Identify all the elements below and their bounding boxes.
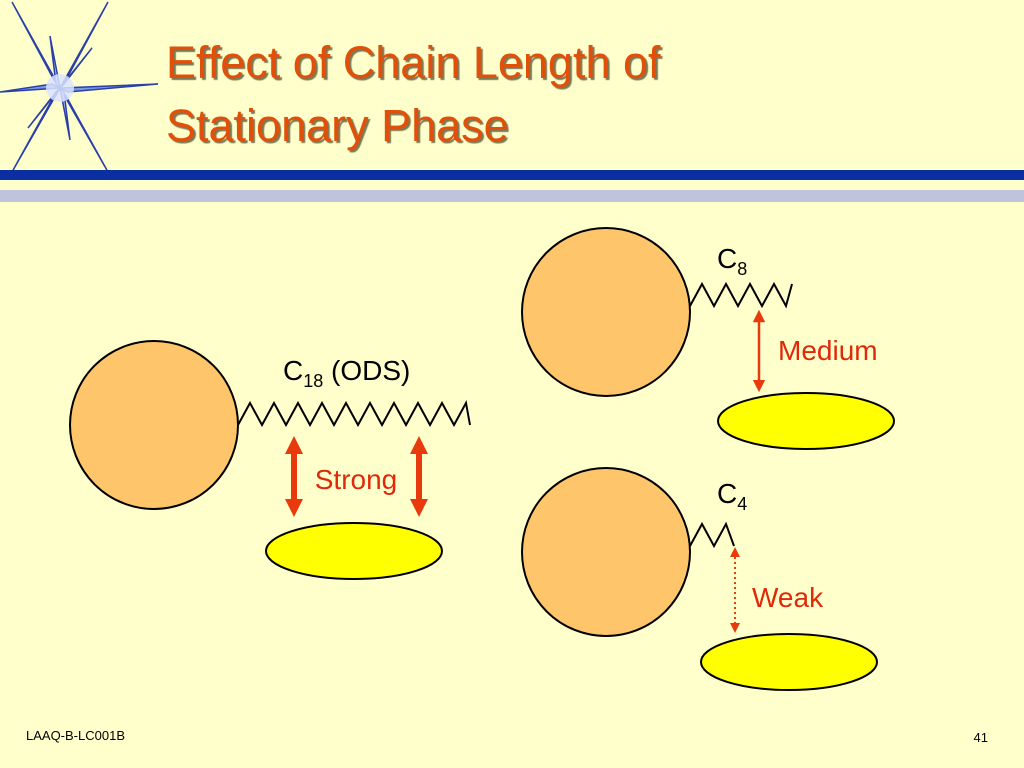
header-rule-dark xyxy=(0,170,1024,180)
c8-chain xyxy=(689,281,793,309)
c8-label: C8 xyxy=(717,243,747,279)
c4-strength-label: Weak xyxy=(752,582,824,613)
c18-label: C18 (ODS) xyxy=(283,355,410,391)
title-line-1: Effect of Chain Length of xyxy=(166,37,661,88)
page-number: 41 xyxy=(974,730,988,745)
c8-analyte xyxy=(717,392,895,450)
c4-analyte xyxy=(700,633,878,691)
c8-particle xyxy=(521,227,691,397)
c4-chain xyxy=(689,521,735,549)
star-logo-icon xyxy=(0,1,159,173)
c4-particle xyxy=(521,467,691,637)
c18-particle xyxy=(69,340,239,510)
title-line-2: Stationary Phase xyxy=(166,100,509,151)
c18-chain xyxy=(237,400,471,428)
header-rule-light xyxy=(0,190,1024,202)
footer-code: LAAQ-B-LC001B xyxy=(26,728,125,743)
c18-analyte xyxy=(265,522,443,580)
c8-strength-label: Medium xyxy=(778,335,878,366)
c4-label: C4 xyxy=(717,478,747,514)
c18-strength-label: Strong xyxy=(315,464,398,495)
